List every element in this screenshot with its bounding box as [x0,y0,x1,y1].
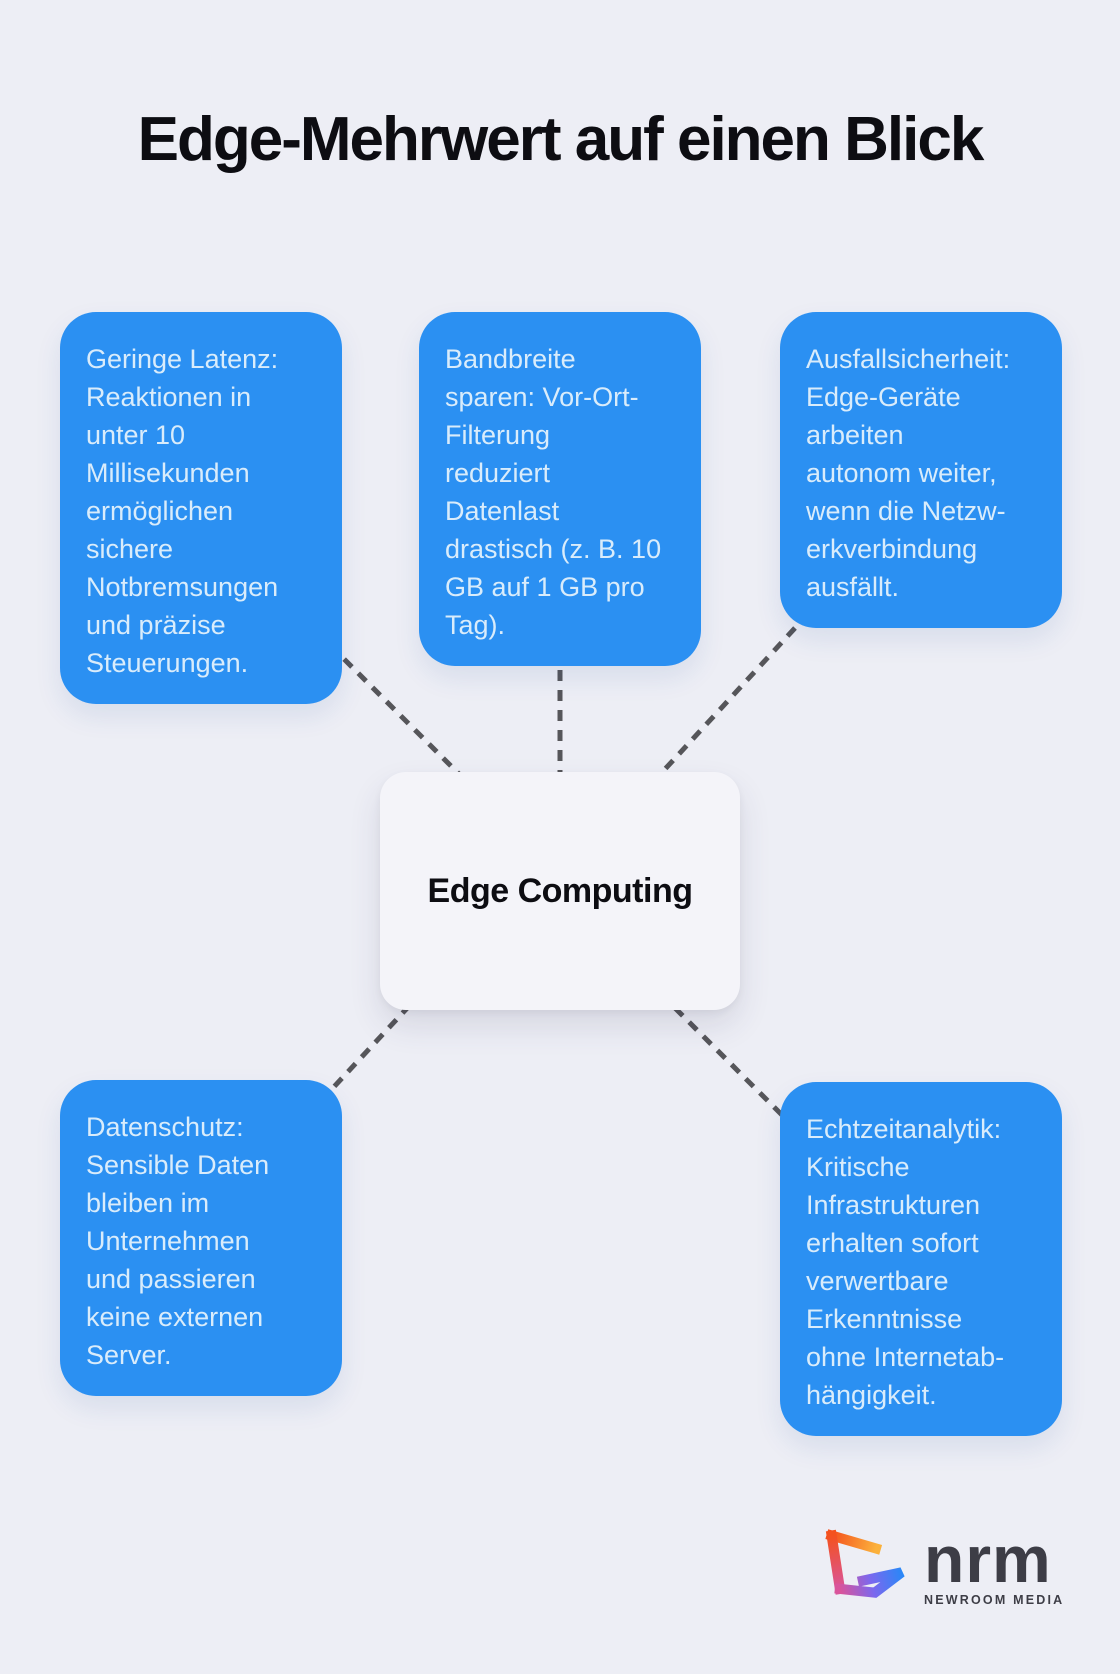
benefit-text-line: bleiben im [86,1188,210,1218]
benefit-text-line: Ausfallsicherheit: [806,344,1011,374]
benefit-text-line: Edge-Geräte [806,382,961,412]
connector-line [328,643,467,782]
benefit-text-line: Filterung [445,420,551,450]
benefit-text-line: Datenlast [445,496,560,526]
benefit-text-line: unter 10 [86,420,186,450]
benefit-text-line: Reaktionen in [86,382,252,412]
benefit-text-line: Server. [86,1340,172,1370]
benefit-card-failover: Ausfallsicherheit: Edge-Geräte arbeiten aut… [780,312,1062,628]
benefit-text-line: Kritische [806,1152,910,1182]
benefit-text-line: ohne Internetab- [806,1342,1005,1372]
benefit-text-line: Millisekunden [86,458,250,488]
benefit-card-low-latency: Geringe Latenz: Reaktionen in unter 10 Mill… [60,312,342,704]
center-node-label: Edge Computing [427,871,693,910]
benefit-text-line: und präzise [86,610,226,640]
benefit-text-line: hängigkeit. [806,1380,937,1410]
benefit-text-line: sparen: Vor-Ort- [445,382,639,412]
benefit-text-line: Erkenntnisse [806,1304,963,1334]
benefit-text-line: ermöglichen [86,496,234,526]
benefit-card-privacy: Datenschutz: Sensible Daten bleiben im Unte… [60,1080,342,1396]
benefit-text-line: drastisch (z. B. 10 [445,534,662,564]
center-node: Edge Computing [380,772,740,1010]
benefit-card-bandwidth: Bandbreite sparen: Vor-Ort- Filterung reduz… [419,312,701,666]
benefit-text-line: arbeiten [806,420,904,450]
logo-subtitle: NEWROOM MEDIA [924,1593,1065,1607]
benefit-text-line: und passieren [86,1264,256,1294]
benefit-text-line: Sensible Daten [86,1150,270,1180]
benefit-text-line: Tag). [445,610,506,640]
newroom-media-logo-icon [816,1528,908,1602]
benefit-text-line: GB auf 1 GB pro [445,572,645,602]
benefit-text-line: erhalten sofort [806,1228,979,1258]
benefit-text-line: Datenschutz: [86,1112,244,1142]
benefit-text-line: Steuerungen. [86,648,249,678]
benefit-text-line: Unternehmen [86,1226,250,1256]
benefit-text-line: autonom weiter, [806,458,997,488]
benefit-text-line: sichere [86,534,174,564]
benefit-text-line: verwertbare [806,1266,949,1296]
benefit-text-line: Geringe Latenz: [86,344,279,374]
benefit-text-line: erkverbindung [806,534,978,564]
logo: nrm NEWROOM MEDIA [816,1522,1065,1607]
connector-line [653,626,797,782]
benefit-text-line: ausfällt. [806,572,900,602]
logo-wordmark: nrm [924,1522,1052,1596]
benefit-text-line: reduziert [445,458,551,488]
logo-text: nrm NEWROOM MEDIA [924,1522,1065,1607]
connector-line [673,1006,794,1127]
benefit-text-line: wenn die Netzw- [806,496,1006,526]
page-title: Edge-Mehrwert auf einen Blick [137,105,985,174]
benefit-text-line: keine externen [86,1302,264,1332]
benefit-text-line: Echtzeitanalytik: [806,1114,1002,1144]
benefit-text-line: Notbremsungen [86,572,279,602]
benefit-text-line: Infrastrukturen [806,1190,981,1220]
benefit-text-line: Bandbreite [445,344,576,374]
